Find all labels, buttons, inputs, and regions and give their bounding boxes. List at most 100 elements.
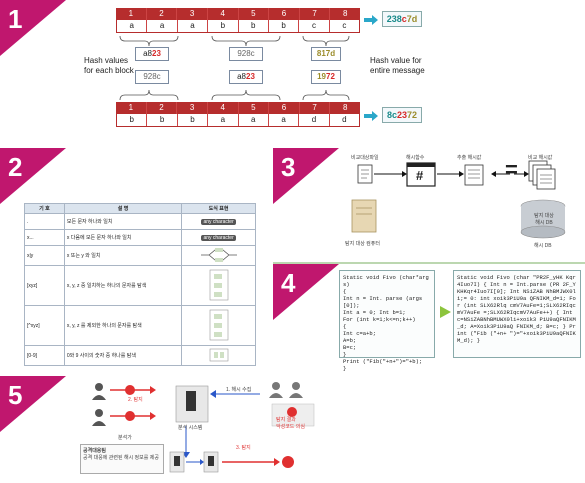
- index-cell: 8: [342, 9, 348, 18]
- response-team-desc: 공격 대응에 관련된 해시 정보를 제공: [83, 455, 159, 461]
- hash-window-icon: [406, 162, 436, 187]
- person-icon: [269, 382, 283, 398]
- row-diagram: [181, 245, 256, 266]
- value-cell: a: [117, 20, 148, 32]
- hash-part: 81: [316, 49, 326, 58]
- label-hash-db: 해시 DB: [534, 243, 552, 249]
- header-symbol: 기 호: [24, 203, 65, 214]
- hash-bottom-mid: 23: [396, 110, 407, 120]
- index-cell: 7: [300, 102, 331, 114]
- index-cell: 2: [147, 102, 178, 114]
- hash-bottom-prefix: 8c: [386, 110, 397, 120]
- header-description: 설 명: [63, 203, 183, 214]
- row-symbol: x...: [24, 229, 65, 246]
- index-cell: 8: [342, 103, 348, 112]
- hash-entire-bottom: 8c2372: [382, 107, 422, 123]
- hash-part: 928c: [237, 49, 255, 58]
- hash-part-highlight: 72: [326, 72, 335, 81]
- panel-4-number: 4: [281, 268, 296, 298]
- value-cell: b: [239, 20, 269, 32]
- label-entire-hash: Hash value for entire message: [370, 56, 425, 75]
- value-cell: a: [208, 114, 239, 126]
- row-description: 모든 문자 하나와 일치: [63, 213, 183, 230]
- row-symbol: .: [24, 213, 65, 230]
- row-description: x 다음에 모든 문자 하나와 일치: [63, 229, 183, 246]
- value-cell: c: [342, 21, 347, 30]
- label-analyst: 분석가: [118, 435, 132, 441]
- row-symbol: x|y: [24, 245, 65, 266]
- block-hash-bottom-1: 928c: [135, 70, 169, 84]
- bottom-value-row: b b b a a a d d: [116, 114, 360, 127]
- row-diagram: any character: [181, 229, 256, 246]
- response-team-box: 공격대응팀 공격 대응에 관련된 해시 정보를 제공: [80, 444, 164, 474]
- table-header-row: 기 호 설 명 도식 표현: [24, 203, 256, 214]
- alert-box: [271, 403, 315, 427]
- block-hash-bottom-2: a823: [229, 70, 263, 84]
- device-icon: [169, 451, 185, 473]
- block-hash-top-1: a823: [135, 47, 169, 61]
- value-cell: a: [269, 114, 300, 126]
- any-character-chip: any character: [201, 234, 236, 241]
- hash-part-highlight: 7d: [325, 49, 336, 58]
- label-analysis-system: 분석 시스템: [178, 425, 203, 431]
- index-cell: 1: [116, 8, 147, 20]
- row-description: x 또는 y 와 일치: [63, 245, 183, 266]
- panel-4-corner-triangle: [273, 264, 339, 320]
- block-hash-top-2: 928c: [229, 47, 263, 61]
- row-diagram: [181, 305, 256, 346]
- panel-1-connectors: [119, 15, 378, 121]
- panel-5-flow: [92, 382, 315, 473]
- panel-1-number: 1: [8, 4, 23, 34]
- index-cell: 2: [147, 8, 178, 20]
- code-obfuscated: Static void Fivo (char "PR2F_yHK Kqr4Iuo…: [453, 270, 581, 358]
- value-cell: b: [178, 114, 209, 126]
- response-team-title: 공격대응팀: [83, 448, 107, 454]
- row-symbol: [xyz]: [24, 265, 65, 306]
- row-diagram: [181, 265, 256, 306]
- label-target-pc: 탐지 대상 컴퓨터: [345, 241, 380, 247]
- bottom-index-row: 1 2 3 4 5 6 7 8: [116, 102, 360, 114]
- code-original: Static void Fivo (char*args) { Int n = I…: [339, 270, 435, 372]
- hash-top-prefix: 238: [386, 14, 402, 24]
- label-hash-function: 해시함수: [406, 155, 425, 161]
- panel-1-corner-triangle: [0, 0, 66, 56]
- index-cell: 5: [239, 8, 270, 20]
- panel-2-number: 2: [8, 152, 23, 182]
- row-symbol: [0-9]: [24, 345, 65, 366]
- hash-document-icon: [464, 164, 484, 186]
- value-cell: b: [208, 20, 239, 32]
- hash-entire-top: 238c7d: [382, 11, 422, 27]
- hash-symbol: #: [416, 168, 424, 183]
- value-cell: b: [117, 114, 148, 126]
- panel-3-number: 3: [281, 152, 296, 182]
- row-description: x, y, z 를 제외한 하나의 문자를 탐색: [63, 305, 183, 346]
- table-row: x... x 다음에 모든 문자 하나와 일치 any character: [24, 229, 256, 246]
- index-cell: 6: [269, 102, 300, 114]
- value-cell: b: [147, 114, 178, 126]
- table-row: [xyz] x, y, z 중 일치하는 하나의 문자를 탐색: [24, 265, 256, 306]
- label-compare-hash: 비교 해시값: [528, 155, 553, 161]
- alternation-diagram-icon: [200, 247, 237, 262]
- value-cell: c: [299, 20, 330, 32]
- block-hash-bottom-3: 1972: [311, 70, 341, 84]
- index-cell: 6: [269, 8, 300, 20]
- panel-2-corner-triangle: [0, 148, 66, 204]
- label-detect-2: 3. 탐지: [236, 445, 251, 451]
- device-icon: [175, 385, 209, 423]
- panel-1-block-hash: 1 1 2 3 4 5 6 7 8 a a a b b b c c: [0, 0, 585, 135]
- panel-5-corner-triangle: [0, 376, 66, 432]
- panel-3-hash-compare: 3 비교대상파일 해시함수 추출 해시값 비교 해시값 # = 탐지 대상 해시…: [273, 148, 585, 260]
- hash-top-suffix: 7d: [406, 14, 418, 24]
- hash-part-highlight: 23: [246, 72, 255, 81]
- index-cell: 3: [177, 102, 208, 114]
- index-cell: 4: [208, 102, 239, 114]
- row-diagram: [181, 345, 256, 366]
- index-cell: 1: [116, 102, 147, 114]
- index-cell: 4: [208, 8, 239, 20]
- label-detect-1: 2. 탐지: [128, 397, 143, 403]
- row-description: x, y, z 중 일치하는 하나의 문자를 탐색: [63, 265, 183, 306]
- table-row: [0-9] 0와 9 사이의 숫자 중 하나를 탐색: [24, 345, 256, 366]
- panel-4-obfuscation: 4 Static void Fivo (char*args) { Int n =…: [273, 262, 585, 372]
- row-description: 0와 9 사이의 숫자 중 하나를 탐색: [63, 345, 183, 366]
- equals-symbol: =: [505, 157, 518, 182]
